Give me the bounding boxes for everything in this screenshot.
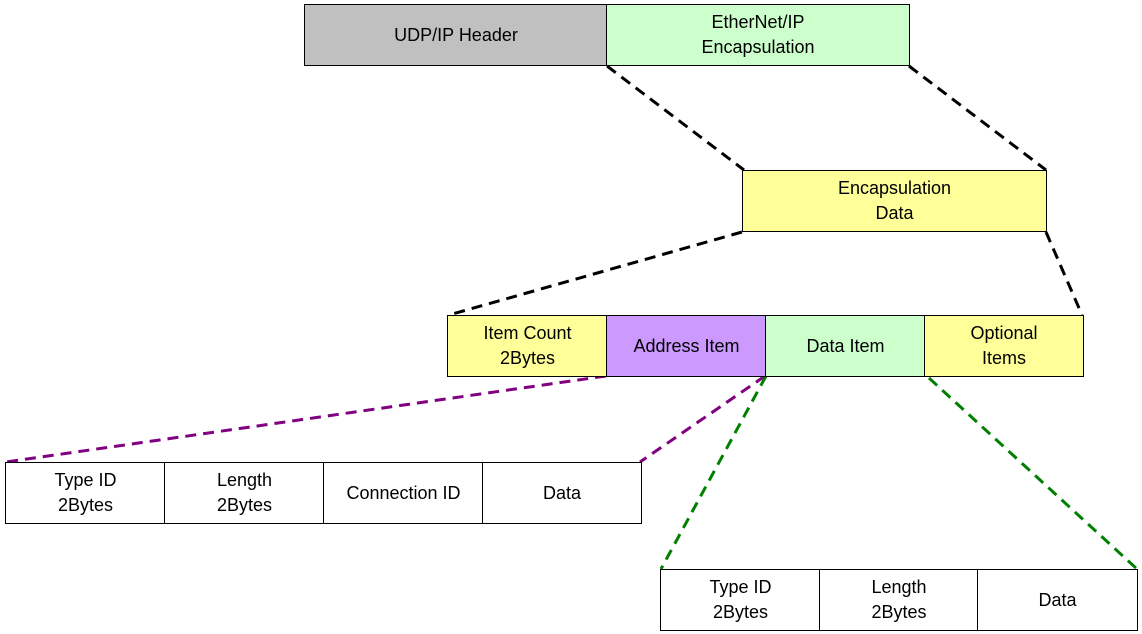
connector-dataitem-left [659,375,768,570]
address-connection-id-field: Connection ID [323,462,484,524]
encapsulation-data-block: Encapsulation Data [742,170,1047,232]
address-length-field: Length 2Bytes [164,462,325,524]
connector-data-left [448,230,743,317]
connector-dataitem-right [927,376,1139,571]
connector-address-right [639,374,766,464]
address-data-field: Data [482,462,642,524]
data-data-field: Data [977,569,1138,631]
data-item-block: Data Item [765,315,926,377]
connector-encap-right [908,64,1047,172]
ethernet-ip-encapsulation-block: EtherNet/IP Encapsulation [606,4,910,66]
address-type-id-field: Type ID 2Bytes [5,462,166,524]
optional-items-block: Optional Items [924,315,1084,377]
item-count-block: Item Count 2Bytes [447,315,608,377]
connector-address-left [5,374,607,464]
connector-data-right [1044,231,1084,316]
data-type-id-field: Type ID 2Bytes [660,569,821,631]
address-item-block: Address Item [606,315,767,377]
udp-ip-header-block: UDP/IP Header [304,4,608,66]
connector-encap-left [606,64,745,172]
data-length-field: Length 2Bytes [819,569,979,631]
